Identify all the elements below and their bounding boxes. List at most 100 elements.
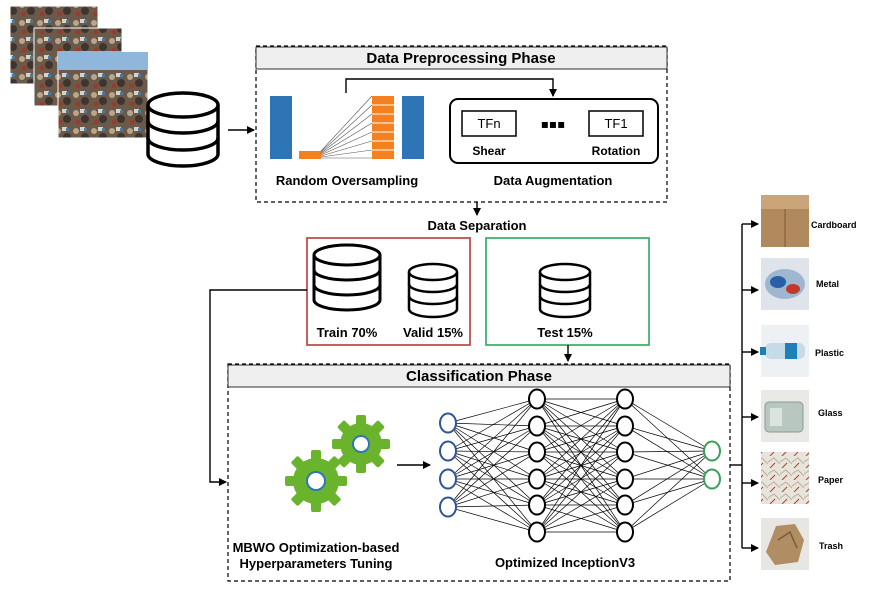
input-neuron xyxy=(439,440,457,462)
network-edge xyxy=(624,425,713,480)
classification-phase-box xyxy=(227,363,731,582)
hidden1-neuron xyxy=(528,415,546,437)
tf-first-box xyxy=(461,110,517,137)
network-edge xyxy=(624,478,713,506)
network-edge xyxy=(447,398,538,424)
trash-thumbnail xyxy=(761,518,809,570)
train-database-icon xyxy=(312,243,382,312)
arrow-oversampling-to-augmentation xyxy=(345,78,557,97)
class-label-trash: Trash xyxy=(819,541,843,551)
tf-last-box xyxy=(588,110,644,137)
hidden1-neuron xyxy=(528,441,546,463)
network-edge xyxy=(536,451,626,533)
network-edge xyxy=(447,478,538,506)
hidden2-neuron xyxy=(616,494,634,516)
plastic-thumbnail xyxy=(760,325,809,377)
network-neurons xyxy=(439,388,721,543)
majority-bar xyxy=(270,96,292,159)
hidden2-neuron xyxy=(616,441,634,463)
network-edge xyxy=(624,478,713,533)
hidden1-neuron xyxy=(528,468,546,490)
network-edge xyxy=(447,398,538,480)
oversampled-bar xyxy=(372,96,394,159)
shear-label: Shear xyxy=(472,144,506,158)
augmentation-label: Data Augmentation xyxy=(494,173,613,188)
tuning-label-line1: MBWO Optimization-based xyxy=(233,540,400,555)
hidden2-neuron xyxy=(616,468,634,490)
preprocessing-header xyxy=(255,46,668,70)
network-edge xyxy=(536,398,626,533)
network-edge xyxy=(447,450,538,533)
tuning-label-line2: Hyperparameters Tuning xyxy=(240,556,393,571)
test-database-icon xyxy=(538,262,592,319)
class-branches xyxy=(742,220,759,552)
network-edge xyxy=(624,425,713,452)
tf-last-label: TF1 xyxy=(604,116,627,131)
network-edge xyxy=(536,398,626,480)
input-neuron xyxy=(439,412,457,434)
network-edge xyxy=(624,398,713,480)
separation-title: Data Separation xyxy=(428,218,527,233)
input-neuron xyxy=(439,496,457,518)
oversampling-label: Random Oversampling xyxy=(276,173,418,188)
hidden2-neuron xyxy=(616,388,634,410)
output-neuron xyxy=(703,468,721,490)
arrow-train-to-classification xyxy=(209,289,307,486)
network-edge xyxy=(447,451,538,480)
valid-label: Valid 15% xyxy=(403,325,463,340)
network-edge xyxy=(536,504,626,533)
network-edge xyxy=(536,478,626,533)
class-label-glass: Glass xyxy=(818,408,843,418)
hidden2-neuron xyxy=(616,521,634,543)
network-edge xyxy=(447,422,538,453)
class-label-metal: Metal xyxy=(816,279,839,289)
network-edge xyxy=(447,425,538,508)
network-edge xyxy=(447,506,538,533)
classification-title: Classification Phase xyxy=(406,368,552,385)
network-edge xyxy=(447,422,538,427)
gear-icon xyxy=(285,415,390,512)
model-label: Optimized InceptionV3 xyxy=(495,555,635,570)
class-labels: Cardboard Metal Plastic Glass Paper Tras… xyxy=(811,220,857,551)
hidden1-neuron xyxy=(528,388,546,410)
cardboard-thumbnail xyxy=(761,195,809,247)
valid-database-icon xyxy=(407,262,459,319)
network-edge xyxy=(624,450,713,480)
waste-photo-stack xyxy=(9,5,149,139)
train-label: Train 70% xyxy=(317,325,378,340)
network-edge xyxy=(447,422,538,506)
input-neuron xyxy=(439,468,457,490)
minority-bar xyxy=(299,151,321,159)
hidden2-neuron xyxy=(616,415,634,437)
tf-ellipsis: ▪▪▪ xyxy=(541,117,565,131)
database-icon xyxy=(146,91,220,168)
network-edge xyxy=(447,422,538,533)
network-edge xyxy=(447,451,538,508)
oversampling-graphic xyxy=(270,95,424,159)
glass-thumbnail xyxy=(761,390,809,442)
network-edge xyxy=(624,450,713,453)
network-edge xyxy=(536,398,626,453)
class-label-paper: Paper xyxy=(818,475,844,485)
network-edge xyxy=(447,478,538,533)
output-neuron xyxy=(703,440,721,462)
network-edge xyxy=(447,422,538,480)
network-edge xyxy=(624,450,713,533)
class-label-cardboard: Cardboard xyxy=(811,220,857,230)
network-edge xyxy=(447,504,538,508)
network-connections xyxy=(447,398,713,533)
oversampling-lines xyxy=(320,95,373,159)
class-label-plastic: Plastic xyxy=(815,348,844,358)
network-edge xyxy=(447,398,538,452)
tf-first-label: TFn xyxy=(477,116,500,131)
train-valid-box xyxy=(306,237,471,346)
rotation-label: Rotation xyxy=(592,144,641,158)
balanced-bar xyxy=(402,96,424,159)
landfill-photo xyxy=(57,51,149,139)
network-edge xyxy=(536,398,626,427)
preprocessing-title: Data Preprocessing Phase xyxy=(366,50,555,67)
network-edge xyxy=(536,425,626,533)
network-edge xyxy=(447,450,538,480)
network-edge xyxy=(624,451,713,480)
